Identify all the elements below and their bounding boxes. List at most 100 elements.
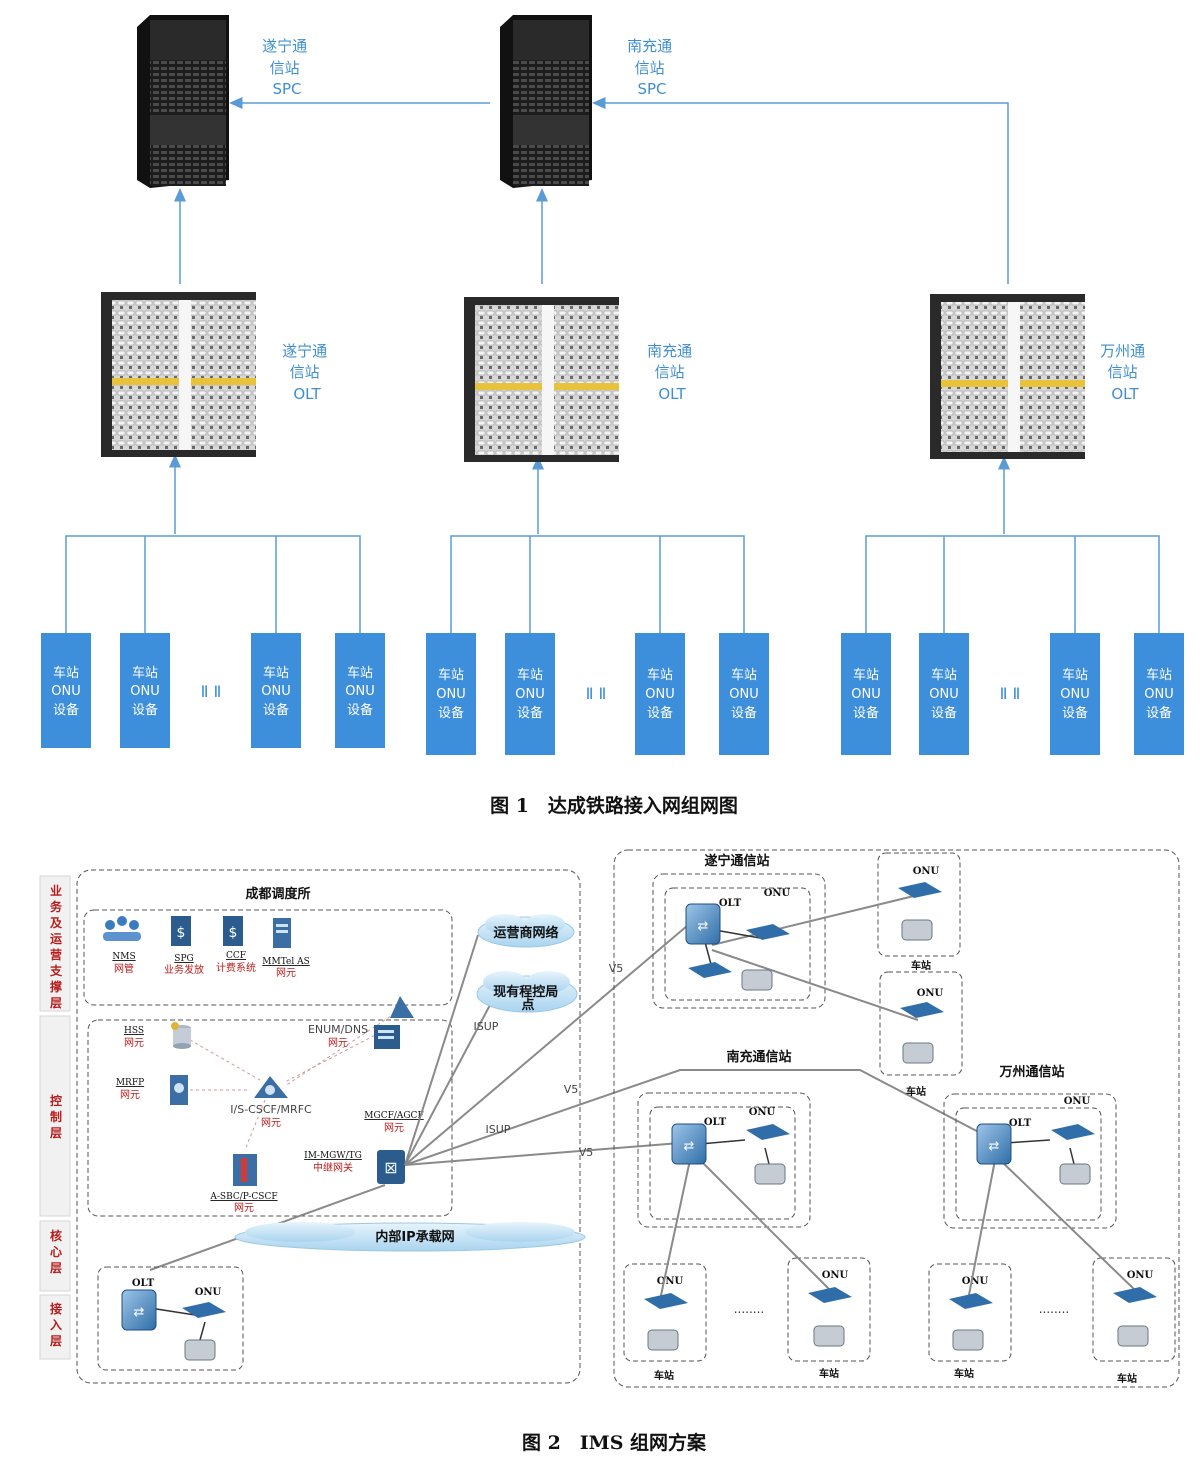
bottom-onu-box-1	[623, 1263, 707, 1362]
station-links	[659, 894, 1136, 1301]
wanzhou-onu-label: ONU	[1064, 1096, 1091, 1107]
label-v5-nanchong: V5	[579, 1146, 594, 1159]
bottom-onu-4-label: ONU	[1127, 1270, 1154, 1281]
olt-label-nanchong: 南充通 信站 OLT	[647, 342, 697, 403]
mgw-desc: 中继网关	[313, 1161, 353, 1174]
service-layer-box	[83, 909, 453, 1006]
layer-label-access: 接入层	[50, 1301, 62, 1348]
layer-label-service: 业务及运营支撑层	[49, 883, 63, 1010]
onu-box	[841, 633, 891, 755]
label-isup-b: ISUP	[486, 1123, 511, 1136]
nms-icon	[103, 916, 141, 941]
bottom-onu-box-3	[928, 1263, 1012, 1362]
ip-core-label: 内部IP承载网	[375, 1229, 454, 1245]
hss-name: HSS	[124, 1026, 144, 1036]
ellipsis-mark: Ⅱ Ⅱ	[1000, 684, 1021, 703]
onu-box	[1134, 633, 1184, 755]
ccf-desc: 计费系统	[216, 961, 256, 974]
cscf-name: I/S-CSCF/MRFC	[230, 1103, 312, 1116]
remote-onu-1-label: ONU	[913, 866, 940, 877]
figure2-caption: 图 2 IMS 组网方案	[522, 1431, 707, 1454]
svg-text:$: $	[229, 925, 238, 941]
label-isup-a: ISUP	[474, 1020, 499, 1033]
svg-text:⇄: ⇄	[698, 919, 709, 934]
sbc-icon	[233, 1154, 257, 1186]
mgw-switch-icon: ⊠	[377, 1150, 405, 1184]
access-onu-label: ONU	[195, 1287, 222, 1298]
suining-outer-box	[652, 873, 826, 1009]
spg-dollar-server-icon: $	[171, 916, 191, 946]
mgcf-desc: 网元	[384, 1122, 404, 1134]
layer-label-control: 控制层	[50, 1093, 62, 1140]
svg-text:⇄: ⇄	[134, 1305, 145, 1320]
stations-region-box	[613, 849, 1180, 1388]
mrfp-name: MRFP	[116, 1078, 144, 1088]
spc-label-nanchong: 南充通 信站 SPC	[627, 37, 677, 98]
pstn-cloud: 现有程控局 点	[476, 971, 578, 1013]
hss-database-icon	[171, 1022, 191, 1049]
bottom-onu-2-label: ONU	[822, 1270, 849, 1281]
spg-desc: 业务发放	[164, 963, 204, 976]
olt-label-suining: 遂宁通 信站 OLT	[282, 342, 332, 403]
suining-olt-label: OLT	[719, 898, 742, 909]
svg-text:$: $	[177, 925, 186, 941]
remote-station-2-label: 车站	[906, 1085, 926, 1098]
spc-rack-1	[137, 15, 229, 188]
enum-name: ENUM/DNS	[308, 1023, 368, 1036]
olt-chassis-1	[101, 292, 256, 457]
station-title-nanchong: 南充通信站	[726, 1049, 791, 1065]
bottom-onu-box-2	[787, 1257, 871, 1362]
arrow-wanzhou-to-nanchong-spc	[592, 97, 1009, 284]
local-links	[149, 929, 1076, 1341]
ccf-name: CCF	[226, 951, 246, 961]
enum-dns-icon	[374, 996, 414, 1049]
suining-inner-box	[664, 887, 811, 1001]
bottom-station-2-label: 车站	[819, 1367, 839, 1380]
mmtel-server-icon	[273, 918, 291, 948]
olt-label-wanzhou: 万州通 信站 OLT	[1100, 342, 1150, 403]
bottom-onu-1-label: ONU	[657, 1276, 684, 1287]
label-v5-wanzhou: V5	[564, 1083, 579, 1096]
sbc-name: A-SBC/P-CSCF	[209, 1192, 277, 1202]
olt-chassis-3	[930, 294, 1085, 459]
ip-core-cloud: 内部IP承载网	[234, 1222, 586, 1252]
sbc-desc: 网元	[234, 1202, 254, 1214]
mgw-name: IM-MGW/TG	[304, 1151, 362, 1161]
svg-text:⊠: ⊠	[384, 1158, 397, 1177]
remote-onu-2-label: ONU	[917, 988, 944, 999]
onu-box	[505, 633, 555, 755]
olt-icon-access: ⇄	[121, 1289, 157, 1331]
wanzhou-olt-label: OLT	[1009, 1118, 1032, 1129]
bottom-onu-3-label: ONU	[962, 1276, 989, 1287]
control-layer-box	[87, 1019, 453, 1217]
hss-desc: 网元	[124, 1037, 144, 1049]
olt-icon-suining: ⇄	[685, 903, 721, 945]
chengdu-title: 成都调度所	[245, 886, 310, 902]
mmtel-desc: 网元	[276, 967, 296, 979]
svg-text:⇄: ⇄	[684, 1139, 695, 1154]
nanchong-olt-label: OLT	[704, 1117, 727, 1128]
onu-box	[919, 633, 969, 755]
nanchong-inner-box	[649, 1106, 796, 1220]
cscf-desc: 网元	[261, 1117, 281, 1129]
enum-desc: 网元	[328, 1037, 348, 1049]
wanzhou-inner-box	[955, 1107, 1102, 1221]
mmtel-name: MMTel AS	[262, 957, 309, 967]
remote-station-1-label: 车站	[911, 959, 931, 972]
access-olt-box	[97, 1266, 244, 1371]
onu-box	[635, 633, 685, 755]
svg-text:⇄: ⇄	[989, 1139, 1000, 1154]
figure1: 遂宁通 信站 SPC 南充通 信站 SPC 遂	[41, 15, 1184, 817]
spc-label-suining: 遂宁通 信站 SPC	[262, 37, 312, 98]
olt-chassis-2	[464, 297, 619, 462]
bottom-onu-box-4	[1092, 1257, 1176, 1362]
